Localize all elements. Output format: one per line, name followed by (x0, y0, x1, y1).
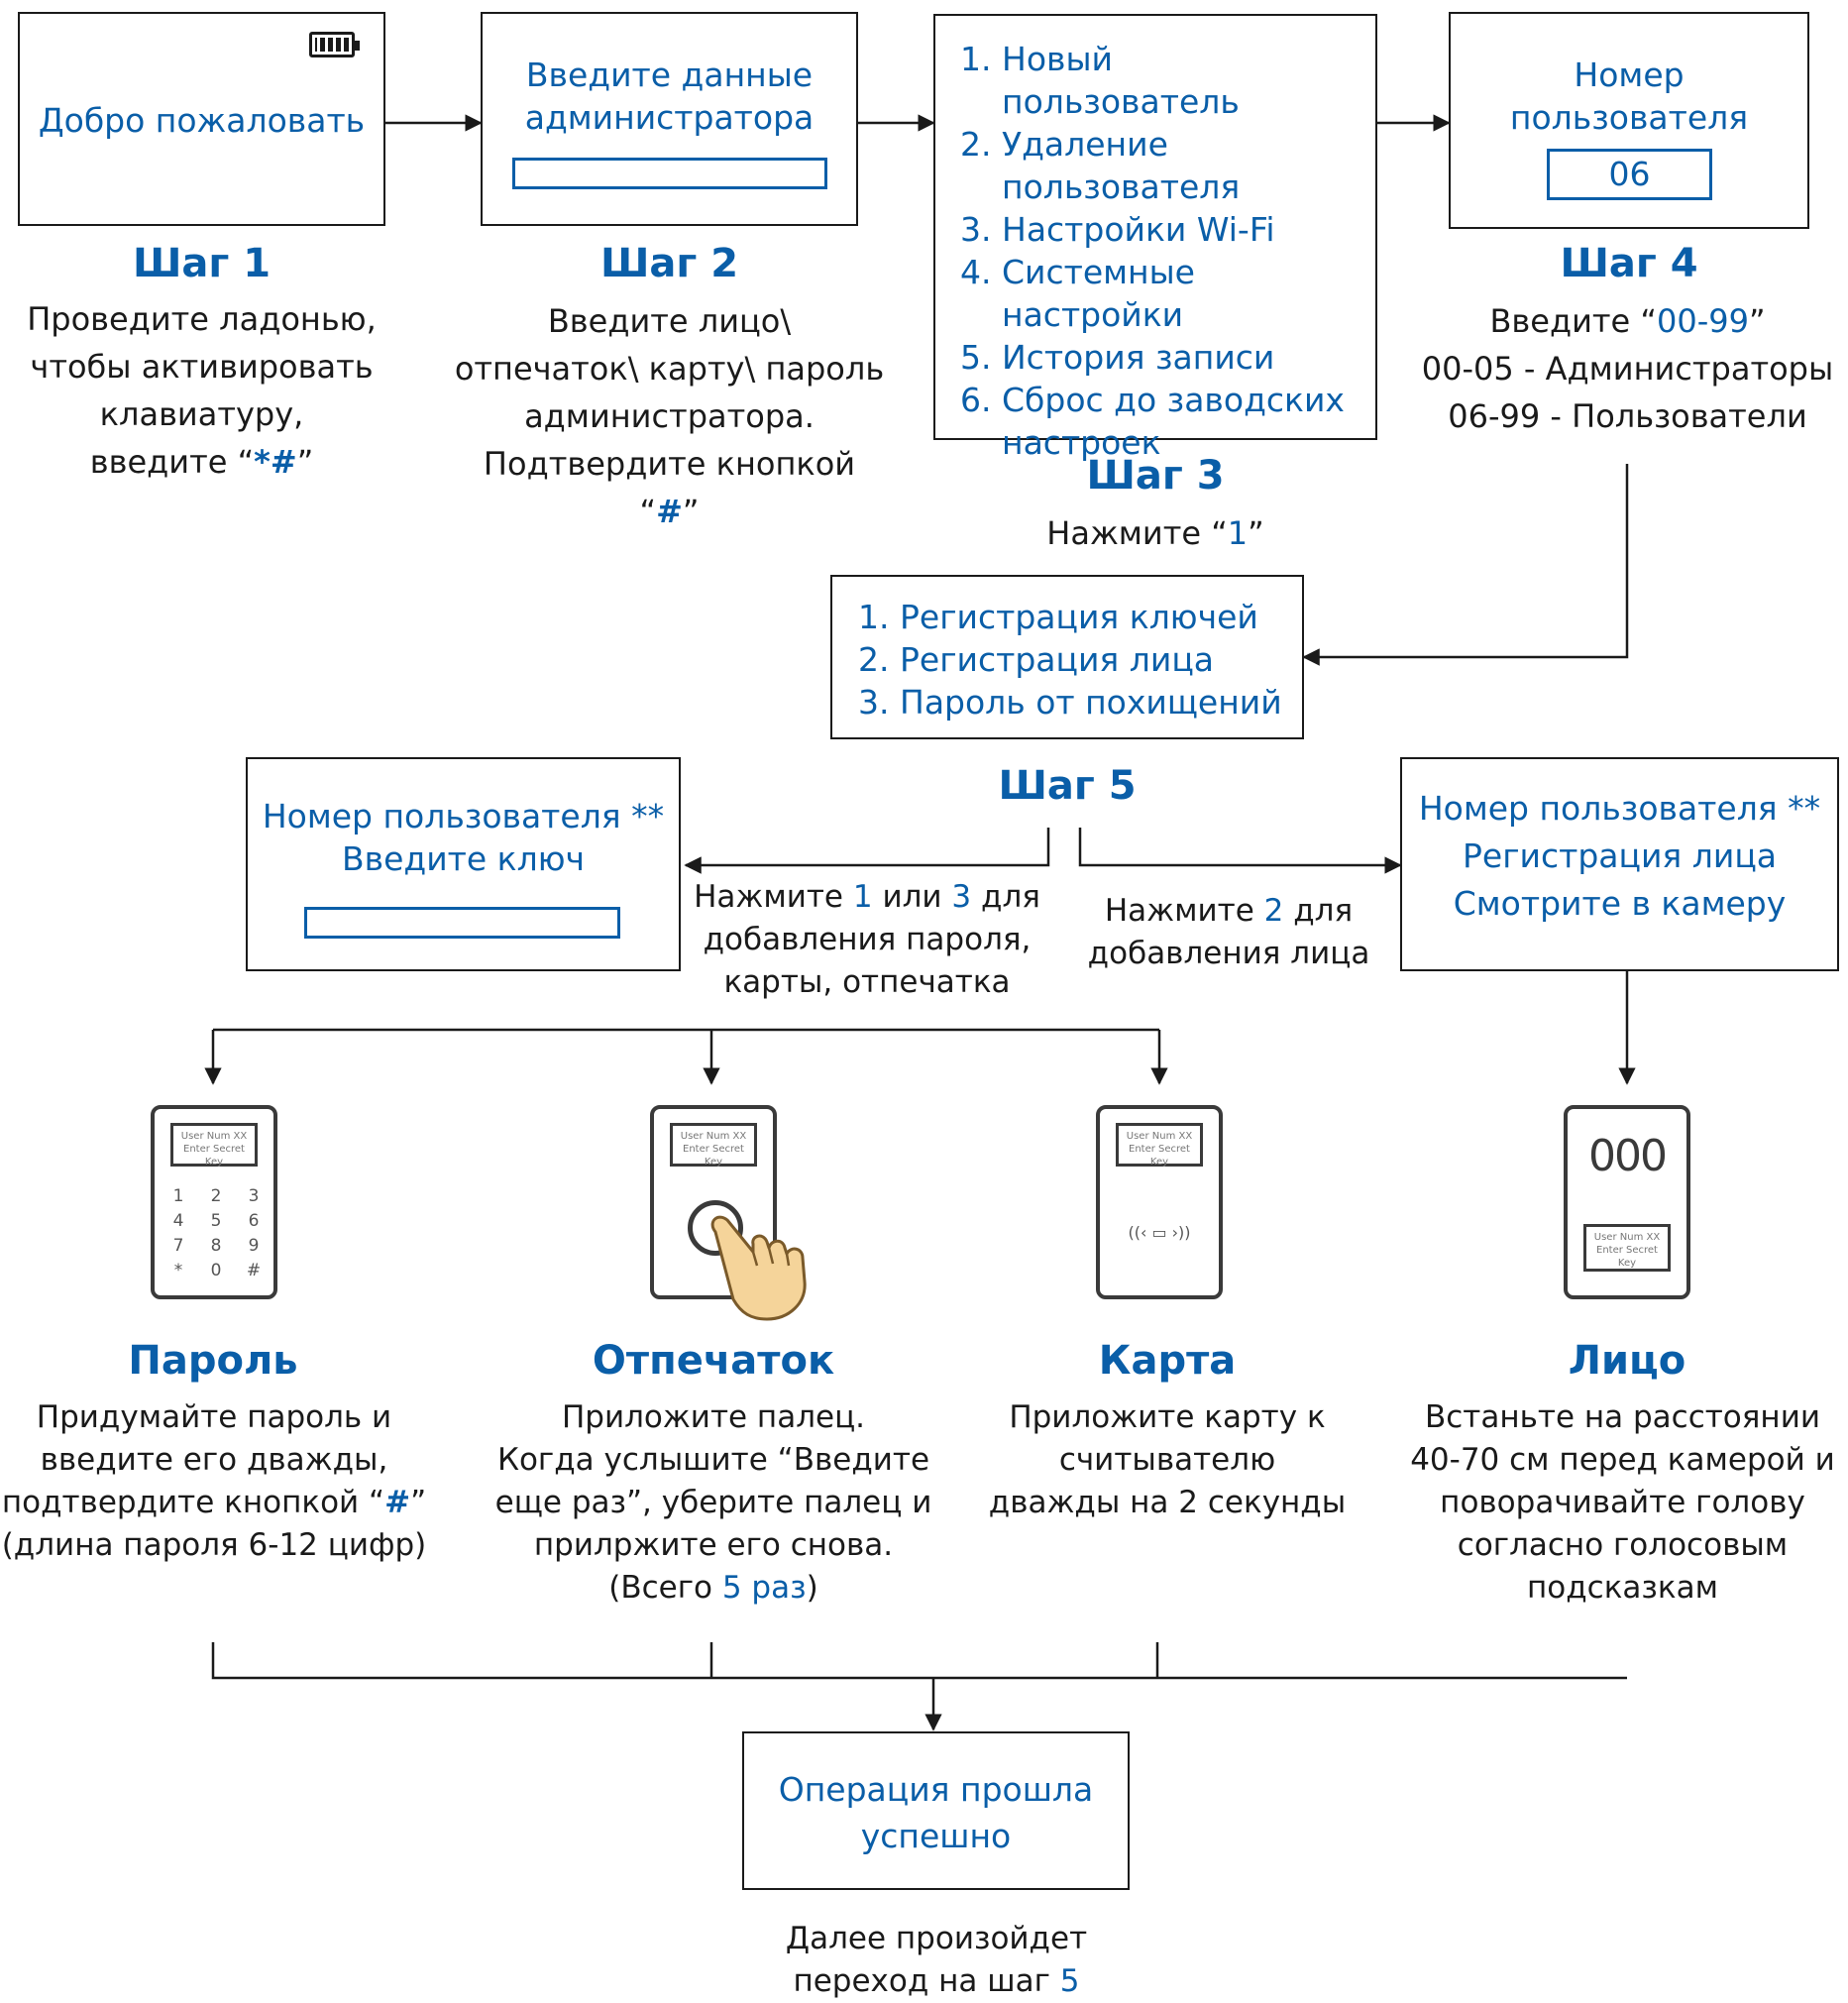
card-reader-icon: ((‹ ▭ ›)) (1128, 1223, 1191, 1242)
key-2[interactable]: 2 (210, 1186, 222, 1206)
step1-title: Шаг 1 (132, 241, 272, 286)
password-desc: Придумайте пароль и введите его дважды, … (1, 1399, 427, 1563)
step1-desc: Проведите ладонью, чтобы активировать кл… (27, 300, 377, 481)
fingerprint-desc: Приложите палец. Когда услышите “Введите… (494, 1399, 932, 1606)
key-0[interactable]: 0 (210, 1261, 222, 1280)
admin-input-field[interactable] (512, 158, 827, 189)
fingerprint-sensor[interactable] (688, 1200, 743, 1256)
menu-item-new-user[interactable]: 1.Новый пользователь (960, 40, 1240, 121)
step3-title: Шаг 3 (1086, 453, 1225, 499)
key-5[interactable]: 5 (210, 1211, 222, 1231)
password-title: Пароль (128, 1338, 298, 1384)
step3-desc: Нажмите “1” (1046, 514, 1264, 552)
menu-item-delete-user[interactable]: 2.Удаление пользователя (960, 125, 1241, 206)
key-star[interactable]: * (173, 1261, 183, 1280)
welcome-screen-box: Добро пожаловать (18, 12, 385, 226)
menu-item-register-face[interactable]: 2.Регистрация лица (858, 640, 1214, 679)
main-menu-box: 1.Новый пользователь 2.Удаление пользова… (933, 14, 1377, 462)
success-box: Операция прошла успешно (742, 1731, 1130, 1890)
key-hash[interactable]: # (246, 1261, 262, 1280)
face-registration-box: Номер пользователя ** Регистрация лица С… (1400, 757, 1839, 971)
key-4[interactable]: 4 (172, 1211, 184, 1231)
left-branch-note: Нажмите 1 или 3 для добавления пароля, к… (694, 879, 1040, 1000)
admin-data-box: Введите данные администратора (481, 12, 858, 226)
menu-item-duress-password[interactable]: 3.Пароль от похищений (858, 683, 1282, 722)
card-title: Карта (1098, 1338, 1237, 1384)
right-branch-note: Нажмите 2 для добавления лица (1087, 893, 1370, 971)
step5-title: Шаг 5 (998, 763, 1137, 809)
face-desc: Встаньте на расстоянии 40-70 см перед ка… (1410, 1399, 1835, 1606)
enter-key-text: Номер пользователя ** Введите ключ (262, 797, 665, 878)
face-registration-text: Номер пользователя ** Регистрация лица С… (1418, 789, 1821, 923)
arrow-step5-left (684, 828, 1050, 874)
battery-icon (309, 32, 360, 57)
menu-item-wifi[interactable]: 3.Настройки Wi-Fi (960, 210, 1275, 249)
step4-desc: Введите “00-99” 00-05 - Администраторы 0… (1421, 302, 1834, 435)
key-9[interactable]: 9 (248, 1236, 260, 1256)
key-3[interactable]: 3 (248, 1186, 260, 1206)
menu-item-factory-reset[interactable]: 6.Сброс до заводских настроек (960, 381, 1345, 462)
key-6[interactable]: 6 (248, 1211, 260, 1231)
arrow-step5-right (1078, 828, 1402, 874)
menu-item-register-keys[interactable]: 1.Регистрация ключей (858, 598, 1258, 636)
key-7[interactable]: 7 (172, 1236, 184, 1256)
registration-menu-list: 1.Регистрация ключей 2.Регистрация лица … (858, 596, 1284, 723)
face-title: Лицо (1568, 1338, 1686, 1384)
welcome-text: Добро пожаловать (38, 101, 366, 140)
arrow-step4-step5 (1302, 464, 1629, 666)
user-number-title: Номер пользователя (1509, 56, 1749, 137)
next-step-note: Далее произойдет переход на шаг 5 (785, 1921, 1088, 1999)
menu-item-system[interactable]: 4.Системные настройки (960, 253, 1195, 334)
key-input-field[interactable] (304, 907, 620, 939)
step4-title: Шаг 4 (1560, 241, 1698, 286)
fingerprint-title: Отпечаток (592, 1338, 835, 1384)
menu-item-history[interactable]: 5.История записи (960, 338, 1275, 377)
step2-title: Шаг 2 (599, 241, 739, 286)
admin-data-title: Введите данные администратора (524, 56, 815, 137)
user-number-box: Номер пользователя 06 (1449, 12, 1809, 229)
hand-pointer-icon (710, 1215, 807, 1321)
registration-menu-box: 1.Регистрация ключей 2.Регистрация лица … (830, 575, 1304, 739)
key-1[interactable]: 1 (172, 1186, 184, 1206)
user-number-field[interactable]: 06 (1547, 149, 1712, 200)
keypad-keys: 1 2 3 4 5 6 7 8 9 * 0 # (160, 1186, 272, 1280)
merge-bar (211, 1642, 1627, 1680)
success-text: Операция прошла успешно (778, 1770, 1094, 1855)
main-menu-list: 1.Новый пользователь 2.Удаление пользова… (960, 38, 1357, 464)
enter-key-box: Номер пользователя ** Введите ключ (246, 757, 681, 971)
key-8[interactable]: 8 (210, 1236, 222, 1256)
camera-icon: 000 (1588, 1131, 1668, 1181)
step2-desc: Введите лицо\ отпечаток\ карту\ пароль а… (454, 302, 885, 530)
card-desc: Приложите карту к считывателю дважды на … (988, 1399, 1347, 1520)
